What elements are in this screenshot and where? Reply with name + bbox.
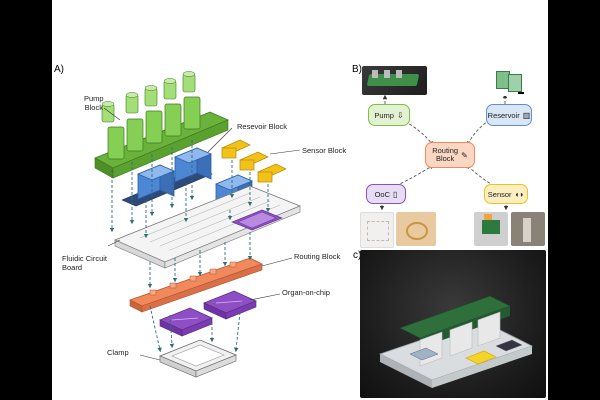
chip-icon: ▯ [393, 189, 398, 199]
pump-block-label: Pump Block [84, 94, 104, 112]
clamp-label: Clamp [107, 348, 129, 357]
pump-node: Pump ⇩ [368, 104, 410, 126]
reservoir-block-label: Resevoir Block [237, 122, 288, 131]
ooc-node: OoC ▯ [366, 184, 406, 204]
ooc-chip-photo [360, 212, 394, 248]
ooc-node-label: OoC [374, 189, 390, 199]
reservoir-node: Reservoir ▥ [486, 104, 532, 126]
sensor-node: Sensor ◖◗ [484, 184, 528, 204]
sensor-block-shape [221, 139, 287, 183]
assembled-device-photo [360, 250, 546, 398]
pipette-icon: ✎ [461, 150, 468, 160]
clamp-shape [158, 339, 238, 378]
sensor-photo-2 [511, 212, 545, 246]
fluidic-circuit-board-shape [113, 185, 302, 269]
reservoir-node-label: Reservoir [487, 110, 520, 120]
sensor-block-label: Sensor Block [302, 146, 347, 155]
pump-node-label: Pump [374, 110, 394, 120]
routing-block-node: Routing Block ✎ [425, 142, 475, 168]
assembly-guide-lines [109, 140, 271, 353]
panel-a-label: A) [54, 64, 64, 75]
organ-on-chip-shape [158, 290, 258, 337]
reservoir-photo [490, 66, 528, 96]
routing-block-label: Routing Block [294, 252, 341, 261]
pump-photo [362, 66, 427, 95]
ooc-holder-photo [396, 212, 436, 246]
panel-b-label: B) [352, 64, 362, 75]
valve-icon: ⇩ [396, 110, 404, 120]
reservoir-icon: ▥ [522, 110, 531, 120]
organ-on-chip-label: Organ-on-chip [282, 288, 330, 297]
callout-lines [103, 107, 301, 361]
pump-block-shape [94, 71, 230, 179]
fluidic-circuit-board-label: Fluidic Circuit Board [62, 254, 108, 272]
routing-block-shape [128, 257, 264, 313]
panel-c-label: c) [353, 250, 362, 261]
signal-icon: ◖◗ [514, 189, 525, 199]
sensor-photo-1 [474, 212, 508, 246]
sensor-node-label: Sensor [487, 189, 512, 199]
routing-node-label: Routing Block [432, 146, 459, 163]
